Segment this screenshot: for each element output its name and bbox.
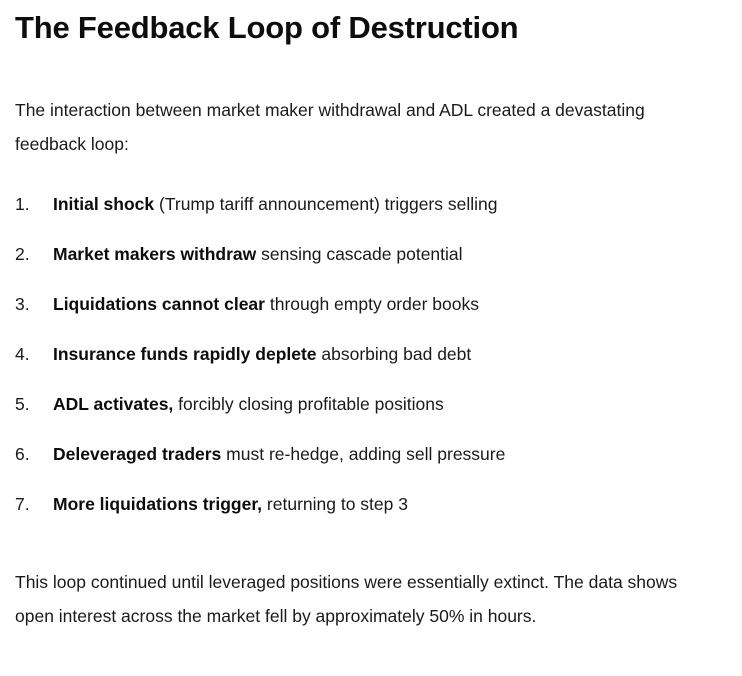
list-item-lead: Market makers withdraw [53, 244, 257, 264]
list-item-marker: 7. [15, 494, 30, 514]
list-item-rest: forcibly closing profitable positions [173, 394, 444, 414]
list-item: 3. Liquidations cannot clear through empt… [15, 292, 727, 316]
list-item: 6. Deleveraged traders must re-hedge, add… [15, 442, 727, 466]
list-item-marker: 6. [15, 444, 30, 464]
list-item-marker: 1. [15, 194, 30, 214]
list-item-lead: ADL activates, [53, 394, 174, 414]
list-item-rest: through empty order books [264, 294, 479, 314]
list-item-rest: returning to step 3 [262, 494, 408, 514]
list-item-marker: 5. [15, 394, 30, 414]
list-item-lead: Initial shock [53, 194, 155, 214]
list-item: 1. Initial shock (Trump tariff announceme… [15, 192, 727, 216]
list-item: 7. More liquidations trigger, returning t… [15, 492, 727, 516]
list-item-lead: Liquidations cannot clear [53, 294, 265, 314]
list-item-marker: 2. [15, 244, 30, 264]
intro-paragraph: The interaction between market maker wit… [15, 100, 645, 154]
list-item: 5. ADL activates, forcibly closing profit… [15, 392, 727, 416]
list-item-marker: 4. [15, 344, 30, 364]
list-item-lead: More liquidations trigger, [53, 494, 263, 514]
list-item-lead: Deleveraged traders [53, 444, 222, 464]
feedback-loop-steps-list: 1. Initial shock (Trump tariff announceme… [15, 161, 727, 516]
list-item: 4. Insurance funds rapidly deplete absorb… [15, 342, 727, 366]
list-item: 2. Market makers withdraw sensing cascade… [15, 242, 727, 266]
list-item-rest: absorbing bad debt [316, 344, 472, 364]
list-item-rest: (Trump tariff announcement) triggers sel… [154, 194, 498, 214]
list-item-marker: 3. [15, 294, 30, 314]
closing-paragraph: This loop continued until leveraged posi… [15, 572, 678, 626]
list-item-rest: sensing cascade potential [256, 244, 463, 264]
list-item-lead: Insurance funds rapidly deplete [53, 344, 317, 364]
page-title: The Feedback Loop of Destruction [15, 10, 519, 45]
list-item-rest: must re-hedge, adding sell pressure [221, 444, 506, 464]
